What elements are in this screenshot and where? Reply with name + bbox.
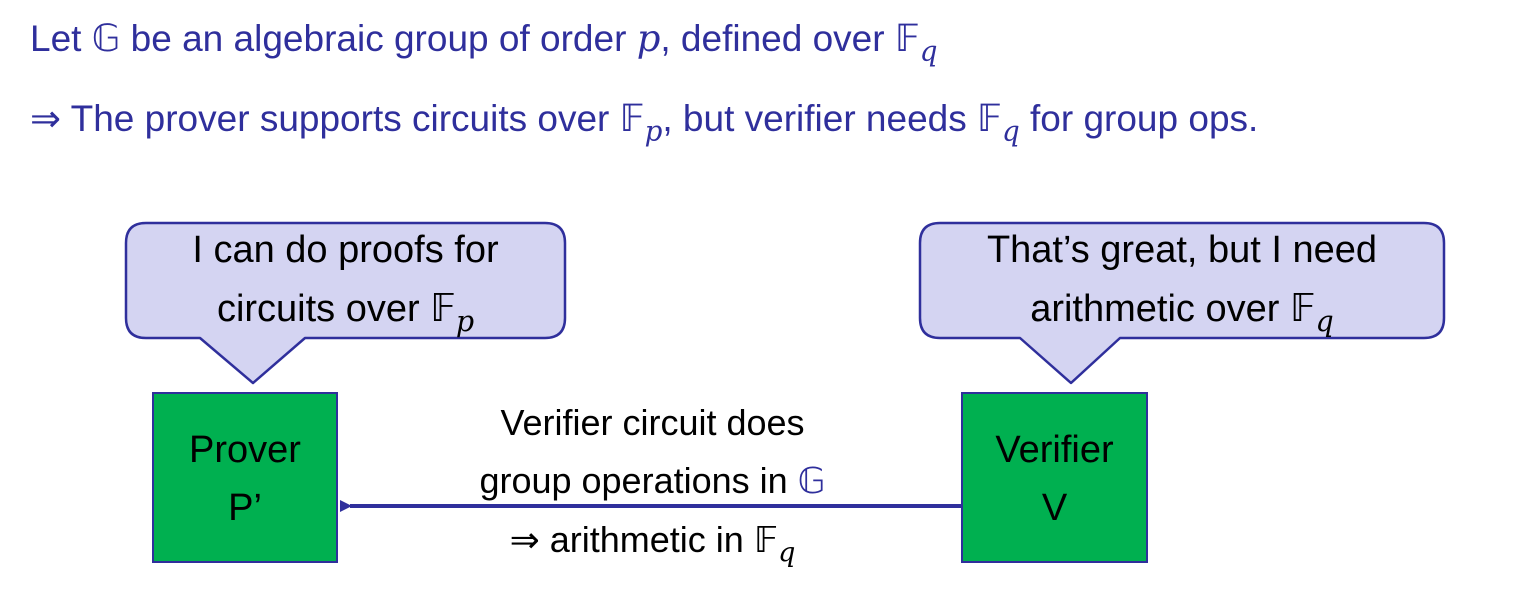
- arrow-label-group-ops: group operations in: [479, 460, 798, 501]
- verifier-bubble-line-1: That’s great, but I need: [986, 229, 1378, 271]
- heading-line-2: ⇒ The prover supports circuits over 𝔽p, …: [30, 100, 1258, 145]
- heading-prover-supports: The prover supports circuits over: [70, 98, 620, 139]
- field-subscript: q: [919, 34, 938, 68]
- arrow-label-group-symbol: 𝔾: [797, 461, 826, 502]
- group-symbol: 𝔾: [91, 17, 121, 60]
- prover-label: Prover: [189, 429, 301, 471]
- verifier-speech-bubble: [918, 221, 1446, 385]
- verifier-box: [961, 392, 1148, 563]
- heading-defined-over: , defined over: [660, 18, 895, 59]
- prover-bubble-field-subscript: p: [455, 304, 475, 338]
- verifier-bubble-field-subscript: q: [1315, 304, 1334, 338]
- field-symbol-q: 𝔽: [977, 97, 1002, 140]
- heading-let: Let: [30, 18, 92, 59]
- prover-bubble-field-symbol: 𝔽: [430, 286, 456, 330]
- heading-verifier-needs: , but verifier needs: [662, 98, 978, 139]
- verifier-bubble-text: That’s great, but I need arithmetic over…: [920, 221, 1444, 351]
- prover-bubble-text: I can do proofs for circuits over 𝔽p: [126, 221, 565, 351]
- field-subscript-p: p: [644, 114, 663, 148]
- verifier-bubble-line-2: arithmetic over 𝔽q: [920, 279, 1444, 351]
- prover-bubble-line-1: I can do proofs for: [192, 229, 499, 271]
- prover-bubble-line-2: circuits over 𝔽p: [126, 279, 565, 351]
- heading-line-1: Let 𝔾 be an algebraic group of order p, …: [30, 20, 938, 65]
- arrow-label-field-subscript: q: [778, 537, 796, 569]
- prover-name: P’: [228, 487, 262, 529]
- field-subscript-q: q: [1001, 114, 1020, 148]
- field-symbol: 𝔽: [894, 17, 920, 60]
- verifier-bubble-arithmetic-over: arithmetic over: [1030, 288, 1290, 330]
- arrow-label-implies: ⇒: [509, 519, 550, 560]
- prover-box: [152, 392, 338, 563]
- field-symbol-p: 𝔽: [619, 97, 645, 140]
- verifier-name: V: [1041, 487, 1068, 529]
- arrow-label-line-1: Verifier circuit does: [500, 402, 805, 443]
- prover-bubble-circuits-over: circuits over: [216, 288, 431, 330]
- order-variable: p: [636, 17, 661, 60]
- arrow-label: Verifier circuit does group operations i…: [400, 394, 905, 582]
- prover-speech-bubble: [124, 221, 567, 385]
- verifier-label: Verifier: [995, 429, 1114, 471]
- arrow-label-field-symbol: 𝔽: [753, 520, 779, 561]
- verifier-box-label: Verifier V: [962, 421, 1147, 537]
- implies-symbol: ⇒: [30, 98, 71, 139]
- heading-mid-text: be an algebraic group of order: [120, 18, 637, 59]
- arrow-label-arithmetic-in: arithmetic in: [549, 519, 754, 560]
- verifier-bubble-field-symbol: 𝔽: [1289, 286, 1316, 330]
- arrow-label-line-3: ⇒ arithmetic in 𝔽q: [400, 511, 905, 582]
- arrow-label-line-2: group operations in 𝔾: [400, 452, 905, 511]
- prover-box-label: Prover P’: [153, 421, 337, 537]
- heading-group-ops: for group ops.: [1019, 98, 1259, 139]
